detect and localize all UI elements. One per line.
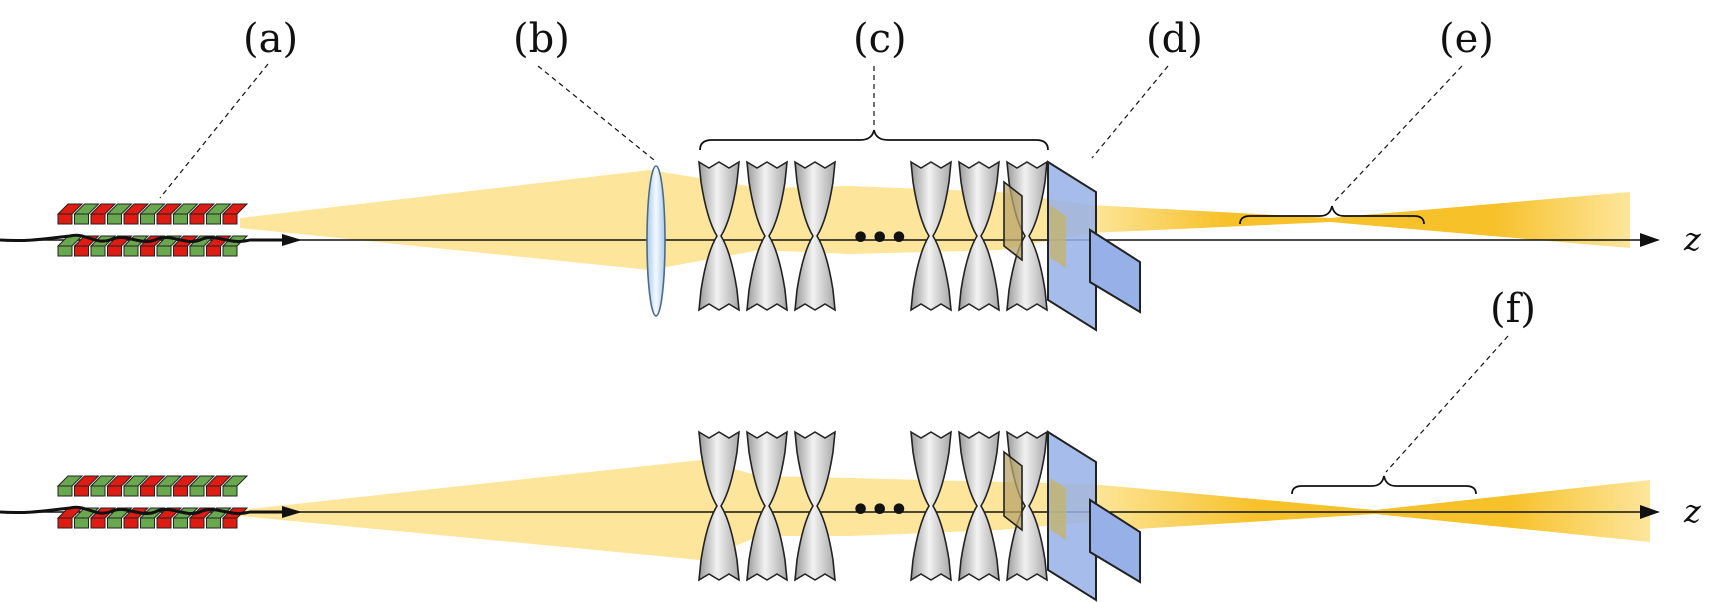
label-b: (b) (513, 16, 570, 62)
beam-envelope-bottom (240, 460, 1090, 560)
bracket-e (1239, 205, 1425, 225)
electron-arrow-bottom (282, 506, 302, 518)
magnet-front-face (206, 213, 221, 225)
magnet-front-face (222, 245, 238, 257)
label-a: (a) (243, 16, 298, 62)
magnet-front-face (140, 485, 155, 497)
leader-b (537, 65, 655, 161)
magnet-front-face (173, 245, 188, 257)
magnet-front-face (173, 485, 188, 497)
magnet-front-face (57, 485, 73, 497)
magnet-front-face (74, 245, 89, 257)
electron-trajectory-bottom (0, 505, 285, 515)
bracket-c (699, 129, 1049, 151)
magnet-front-face (140, 213, 155, 225)
magnet-front-face (74, 517, 89, 529)
electron-arrow-top (282, 234, 302, 246)
leader-d (1091, 65, 1169, 159)
label-e: (e) (1439, 16, 1494, 62)
leader-lines (159, 63, 1509, 473)
label-d: (d) (1146, 16, 1203, 62)
magnet-front-face (74, 213, 89, 225)
lens-top (646, 165, 666, 317)
plates-bottom (1003, 430, 1141, 602)
magnet-front-face (90, 517, 106, 529)
magnet-front-face (123, 213, 139, 225)
beam-focus-bottom (1090, 480, 1650, 542)
label-f: (f) (1490, 286, 1536, 332)
magnet-front-face (156, 485, 172, 497)
axis-label-z-bottom: z (1683, 492, 1702, 530)
magnet-front-face (123, 245, 139, 257)
magnet-front-face (140, 517, 155, 529)
bracket-f (1291, 475, 1477, 495)
magnet-front-face (90, 245, 106, 257)
magnet-front-face (140, 245, 155, 257)
beamline-bottom: ••• (0, 430, 1660, 602)
magnet-front-face (107, 213, 122, 225)
plates-top (1003, 160, 1141, 332)
magnet-front-face (189, 213, 205, 225)
axis-label-z-top: z (1683, 220, 1702, 258)
beam-focus-top (1090, 192, 1630, 248)
magnet-front-face (206, 485, 221, 497)
ellipsis-top: ••• (851, 221, 909, 256)
magnet-front-face (57, 213, 73, 225)
magnet-front-face (222, 213, 238, 225)
leader-f (1385, 335, 1509, 473)
magnet-front-face (90, 485, 106, 497)
magnet-front-face (123, 485, 139, 497)
magnet-front-face (173, 213, 188, 225)
magnet-front-face (173, 517, 188, 529)
magnet-front-face (156, 213, 172, 225)
magnet-front-face (57, 517, 73, 529)
undulator-magnets-bottom (56, 475, 249, 529)
beamline-top: ••• (0, 129, 1660, 332)
magnet-front-face (189, 485, 205, 497)
magnet-front-face (156, 245, 172, 257)
magnet-front-face (123, 517, 139, 529)
magnet-front-face (107, 245, 122, 257)
axis-arrow-top (1640, 233, 1660, 247)
magnet-front-face (107, 517, 122, 529)
magnet-front-face (222, 517, 238, 529)
magnet-front-face (222, 485, 238, 497)
magnet-front-face (90, 213, 106, 225)
magnet-front-face (189, 517, 205, 529)
leader-e (1333, 65, 1463, 203)
magnet-front-face (156, 517, 172, 529)
axis-arrow-bottom (1640, 505, 1660, 519)
magnet-front-face (189, 245, 205, 257)
magnet-front-face (206, 517, 221, 529)
label-c: (c) (853, 16, 907, 62)
magnet-front-face (57, 245, 73, 257)
magnet-front-face (206, 245, 221, 257)
leader-a (159, 63, 269, 199)
magnet-front-face (107, 485, 122, 497)
ellipsis-bottom: ••• (851, 493, 909, 528)
magnet-front-face (74, 485, 89, 497)
electron-trajectory-top (0, 233, 285, 243)
undulator-magnets-top (56, 203, 249, 257)
